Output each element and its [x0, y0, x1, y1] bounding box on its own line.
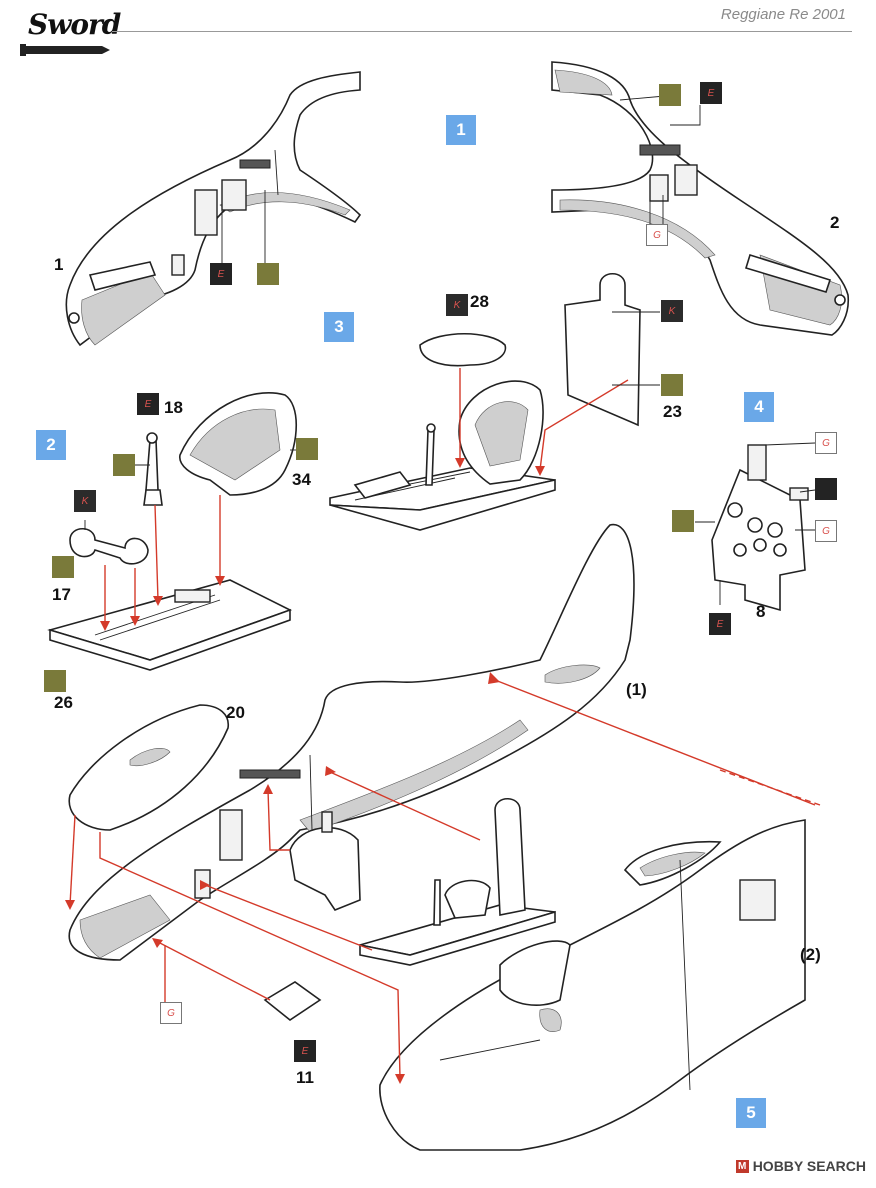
header-rule	[112, 31, 852, 32]
color-chip-g: G	[646, 224, 668, 246]
color-chip-g: G	[815, 520, 837, 542]
fuselage-left-half-step1	[65, 71, 362, 347]
hobby-search-watermark: M HOBBY SEARCH	[735, 1158, 866, 1174]
step-2-box: 2	[36, 430, 66, 460]
step-5-box: 5	[736, 1098, 766, 1128]
color-chip-k: K	[74, 490, 96, 512]
step-1-box: 1	[446, 115, 476, 145]
seat-34	[179, 392, 298, 496]
part-number-2: 2	[830, 213, 840, 232]
color-chip-e	[815, 478, 837, 500]
fuselage-half-2-step5	[379, 819, 806, 1151]
color-chip-g: G	[815, 432, 837, 454]
part-11	[263, 981, 322, 1021]
color-chip-k: K	[446, 294, 468, 316]
control-stick-18	[143, 432, 163, 506]
color-chip-olive	[257, 263, 279, 285]
seat-assembly-step5	[359, 797, 556, 966]
part-number-18: 18	[164, 398, 183, 417]
color-chip-e: E	[294, 1040, 316, 1062]
part-number-23: 23	[663, 402, 682, 421]
color-chip-olive	[661, 374, 683, 396]
step-3-box: 3	[324, 312, 354, 342]
step-4-box: 4	[744, 392, 774, 422]
part-number-34: 34	[292, 470, 311, 489]
rudder-pedals-17	[69, 527, 149, 565]
color-chip-olive	[296, 438, 318, 460]
cockpit-floor-26	[47, 579, 293, 671]
subassembly-2-label: (2)	[800, 945, 821, 964]
color-chip-olive	[113, 454, 135, 476]
assembly-arrows	[65, 368, 821, 1084]
color-chip-olive	[44, 670, 66, 692]
part-number-28: 28	[470, 292, 489, 311]
subassembly-1-label: (1)	[626, 680, 647, 699]
part-number-1: 1	[54, 255, 64, 274]
color-chip-e: E	[709, 613, 731, 635]
part-number-20: 20	[226, 703, 245, 722]
color-chip-g: G	[160, 1002, 182, 1024]
color-chip-olive	[52, 556, 74, 578]
part-number-26: 26	[54, 693, 73, 712]
color-chip-e: E	[210, 263, 232, 285]
part-number-11: 11	[296, 1068, 314, 1087]
armor-plate-step5	[289, 811, 361, 911]
leader-lines	[84, 95, 816, 605]
color-chip-e: E	[137, 393, 159, 415]
part-number-8: 8	[756, 602, 766, 621]
color-chip-k: K	[661, 300, 683, 322]
sword-logo: Sword	[18, 6, 121, 58]
watermark-text: HOBBY SEARCH	[752, 1158, 866, 1174]
color-chip-olive	[672, 510, 694, 532]
instrument-panel-8	[711, 444, 809, 612]
color-chip-e: E	[700, 82, 722, 104]
sword-logo-icon	[20, 44, 110, 56]
armor-plate-23	[564, 272, 641, 427]
model-title: Reggiane Re 2001	[720, 6, 846, 23]
hobby-search-logo-icon: M	[735, 1159, 749, 1173]
canopy-part-20	[68, 704, 229, 831]
part-number-17: 17	[52, 585, 71, 604]
seat-assembly-step3	[329, 332, 556, 531]
color-chip-olive	[659, 84, 681, 106]
fuselage-half-1-step5	[68, 523, 635, 961]
fuselage-right-half-step1	[551, 61, 850, 336]
logo-text: Sword	[28, 8, 121, 41]
